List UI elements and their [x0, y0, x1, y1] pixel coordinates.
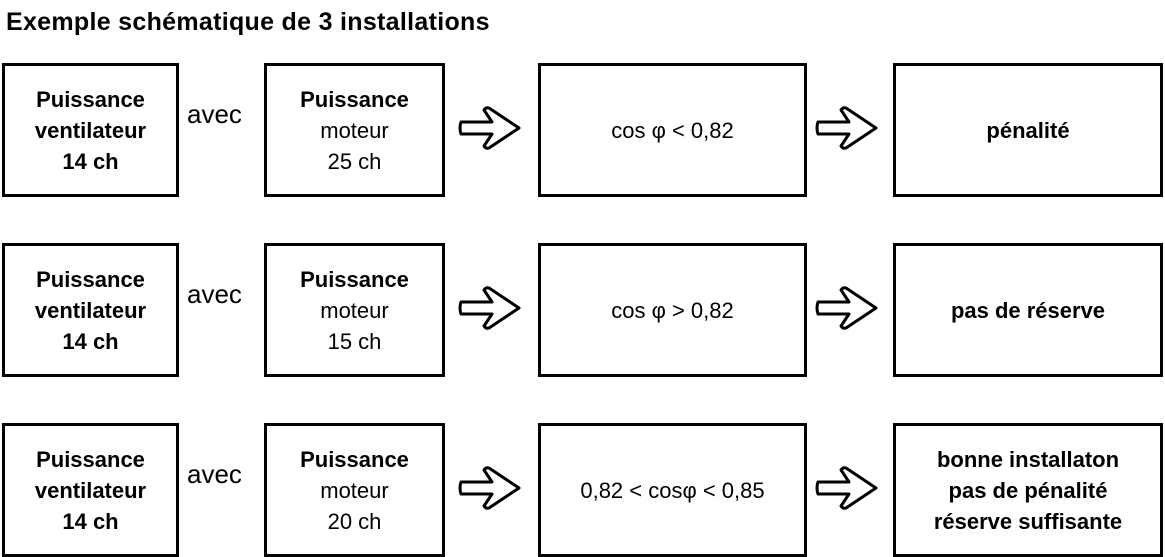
- link-text: avec: [187, 279, 242, 309]
- power-factor-box: cos φ > 0,82: [538, 243, 807, 377]
- fan-line: ventilateur: [34, 117, 147, 143]
- installation-row: Puissance ventilateur 14 ch avec Puissance…: [0, 423, 1165, 557]
- link-text: avec: [187, 99, 242, 129]
- motor-line: Puissance: [300, 266, 409, 292]
- motor-power-box: Puissance moteur 20 ch: [264, 423, 445, 557]
- installation-row: Puissance ventilateur 14 ch avec Puissance…: [0, 243, 1165, 377]
- motor-line: moteur: [320, 297, 389, 323]
- diagram-title: Exemple schématique de 3 installations: [6, 8, 490, 36]
- fan-line: Puissance: [36, 446, 145, 472]
- motor-line: 20 ch: [327, 508, 382, 534]
- fan-line: 14 ch: [62, 328, 119, 354]
- motor-power-box: Puissance moteur 25 ch: [264, 63, 445, 197]
- arrow-right-icon: [815, 285, 879, 331]
- fan-line: Puissance: [36, 86, 145, 112]
- arrow-right-icon: [458, 285, 522, 331]
- condition-text: 0,82 < cosφ < 0,85: [580, 477, 765, 503]
- result-line: pas de réserve: [950, 297, 1106, 323]
- link-text: avec: [187, 459, 242, 489]
- condition-text: cos φ > 0,82: [611, 297, 734, 323]
- result-box: pénalité: [893, 63, 1163, 197]
- fan-power-box: Puissance ventilateur 14 ch: [2, 63, 179, 197]
- fan-power-box: Puissance ventilateur 14 ch: [2, 423, 179, 557]
- fan-line: ventilateur: [34, 477, 147, 503]
- arrow-right-icon: [815, 105, 879, 151]
- motor-line: Puissance: [300, 446, 409, 472]
- result-box: bonne installaton pas de pénalité réserve …: [893, 423, 1163, 557]
- power-factor-box: 0,82 < cosφ < 0,85: [538, 423, 807, 557]
- motor-line: Puissance: [300, 86, 409, 112]
- fan-power-box: Puissance ventilateur 14 ch: [2, 243, 179, 377]
- result-line: pénalité: [986, 117, 1070, 143]
- result-line: réserve suffisante: [933, 508, 1123, 534]
- fan-line: 14 ch: [62, 508, 119, 534]
- result-box: pas de réserve: [893, 243, 1163, 377]
- result-line: bonne installaton: [936, 446, 1120, 472]
- result-line: pas de pénalité: [948, 477, 1108, 503]
- motor-power-box: Puissance moteur 15 ch: [264, 243, 445, 377]
- motor-line: moteur: [320, 477, 389, 503]
- motor-line: 15 ch: [327, 328, 382, 354]
- condition-text: cos φ < 0,82: [611, 117, 734, 143]
- power-factor-box: cos φ < 0,82: [538, 63, 807, 197]
- motor-line: 25 ch: [327, 148, 382, 174]
- fan-line: 14 ch: [62, 148, 119, 174]
- fan-line: ventilateur: [34, 297, 147, 323]
- installation-row: Puissance ventilateur 14 ch avec Puissance…: [0, 63, 1165, 197]
- motor-line: moteur: [320, 117, 389, 143]
- fan-line: Puissance: [36, 266, 145, 292]
- arrow-right-icon: [815, 465, 879, 511]
- arrow-right-icon: [458, 465, 522, 511]
- arrow-right-icon: [458, 105, 522, 151]
